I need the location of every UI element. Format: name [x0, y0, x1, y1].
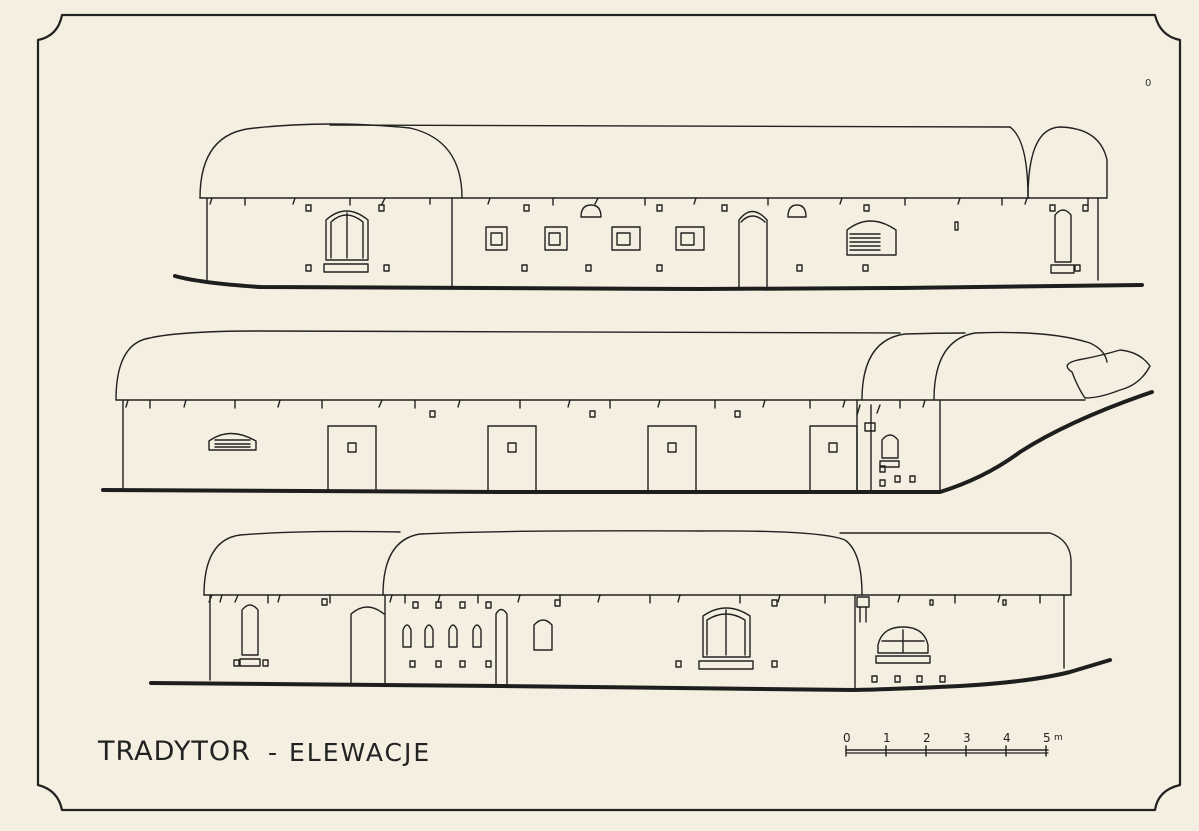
small-window-lower: [533, 619, 553, 651]
ground-line-middle: [101, 390, 1154, 494]
scale-unit-label: m: [1054, 733, 1063, 743]
oculus-upper-2: [787, 204, 807, 218]
sheet-mark: 0: [1145, 78, 1152, 89]
elevation-lower: [149, 530, 1112, 692]
roof-upper-mid: [1009, 126, 1029, 199]
roof-upper-right: [1027, 126, 1108, 199]
narrow-window-upper: [1050, 209, 1081, 274]
rock-outcrop: [1066, 349, 1151, 399]
lunette-window-lower: [856, 596, 931, 664]
scale-tick-label: 1: [883, 731, 891, 745]
roof-middle-bay2: [933, 331, 1108, 401]
door-arched-upper-inner: [740, 215, 766, 223]
drawing-title: TRADYTOR: [98, 736, 251, 767]
narrow-window-lower: [239, 604, 261, 667]
vents-lower: [233, 598, 1007, 683]
lunette-window-middle: [208, 432, 257, 451]
roof-lower-left: [203, 530, 401, 596]
roof-middle: [115, 330, 901, 401]
corbels-middle: [125, 399, 926, 409]
vents-middle: [429, 410, 916, 487]
roof-middle-bay1: [861, 332, 966, 401]
elevation-middle: [101, 330, 1154, 494]
window-arched-upper: [323, 210, 369, 273]
ground-line-upper: [173, 274, 1144, 291]
roof-lower-mid: [382, 530, 863, 596]
oculus-upper-1: [580, 204, 602, 218]
sheet-border: [36, 13, 1182, 812]
roof-upper: [199, 123, 463, 199]
door-arched-upper: [738, 210, 768, 289]
drawing-subtitle: - ELEWACJE: [268, 738, 432, 767]
scale-bar: [845, 745, 1049, 757]
recessed-windows-upper: [485, 226, 705, 251]
scale-bar-ticks: [845, 745, 1047, 757]
window-arched-lower: [698, 607, 754, 670]
small-arched-window-middle: [856, 404, 900, 468]
scale-tick-label: 5: [1043, 731, 1051, 745]
lunette-window-upper: [846, 220, 897, 256]
scale-tick-label: 2: [923, 731, 931, 745]
slot-windows-lower: [402, 608, 508, 686]
corbels-upper: [209, 197, 1089, 206]
doors-middle: [327, 425, 858, 493]
scale-tick-label: 0: [843, 731, 851, 745]
door-arched-lower: [350, 606, 385, 685]
scale-tick-label: 3: [963, 731, 971, 745]
vents-upper: [305, 204, 1089, 272]
ground-line-lower: [149, 658, 1112, 692]
scale-tick-label: 4: [1003, 731, 1011, 745]
roof-ridge-upper: [329, 124, 1011, 128]
elevation-upper: [173, 123, 1144, 291]
corbels-lower: [208, 594, 1041, 604]
roof-lower-right: [839, 532, 1072, 596]
